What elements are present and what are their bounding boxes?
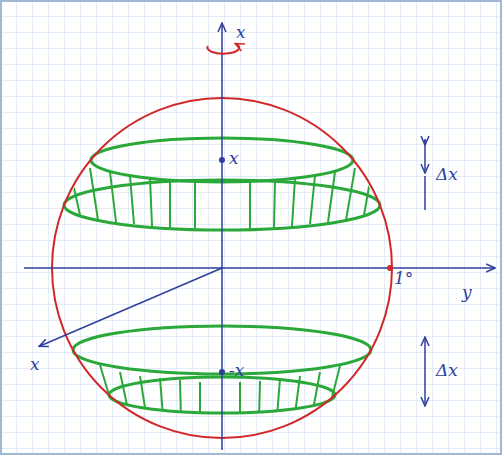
points	[219, 157, 393, 375]
point-label: -x	[229, 362, 244, 379]
axis-label: x	[30, 356, 40, 373]
axes	[24, 24, 494, 450]
thickness-label: Δx	[436, 362, 458, 379]
rotation-arrow	[207, 44, 239, 54]
axis-label: x	[236, 24, 246, 41]
hatching	[70, 168, 372, 228]
radius-label: 1°	[394, 270, 413, 287]
thickness-label: Δx	[436, 166, 458, 183]
hatching	[100, 365, 340, 418]
axis-label: y	[462, 284, 472, 301]
point-label: x	[229, 150, 239, 167]
